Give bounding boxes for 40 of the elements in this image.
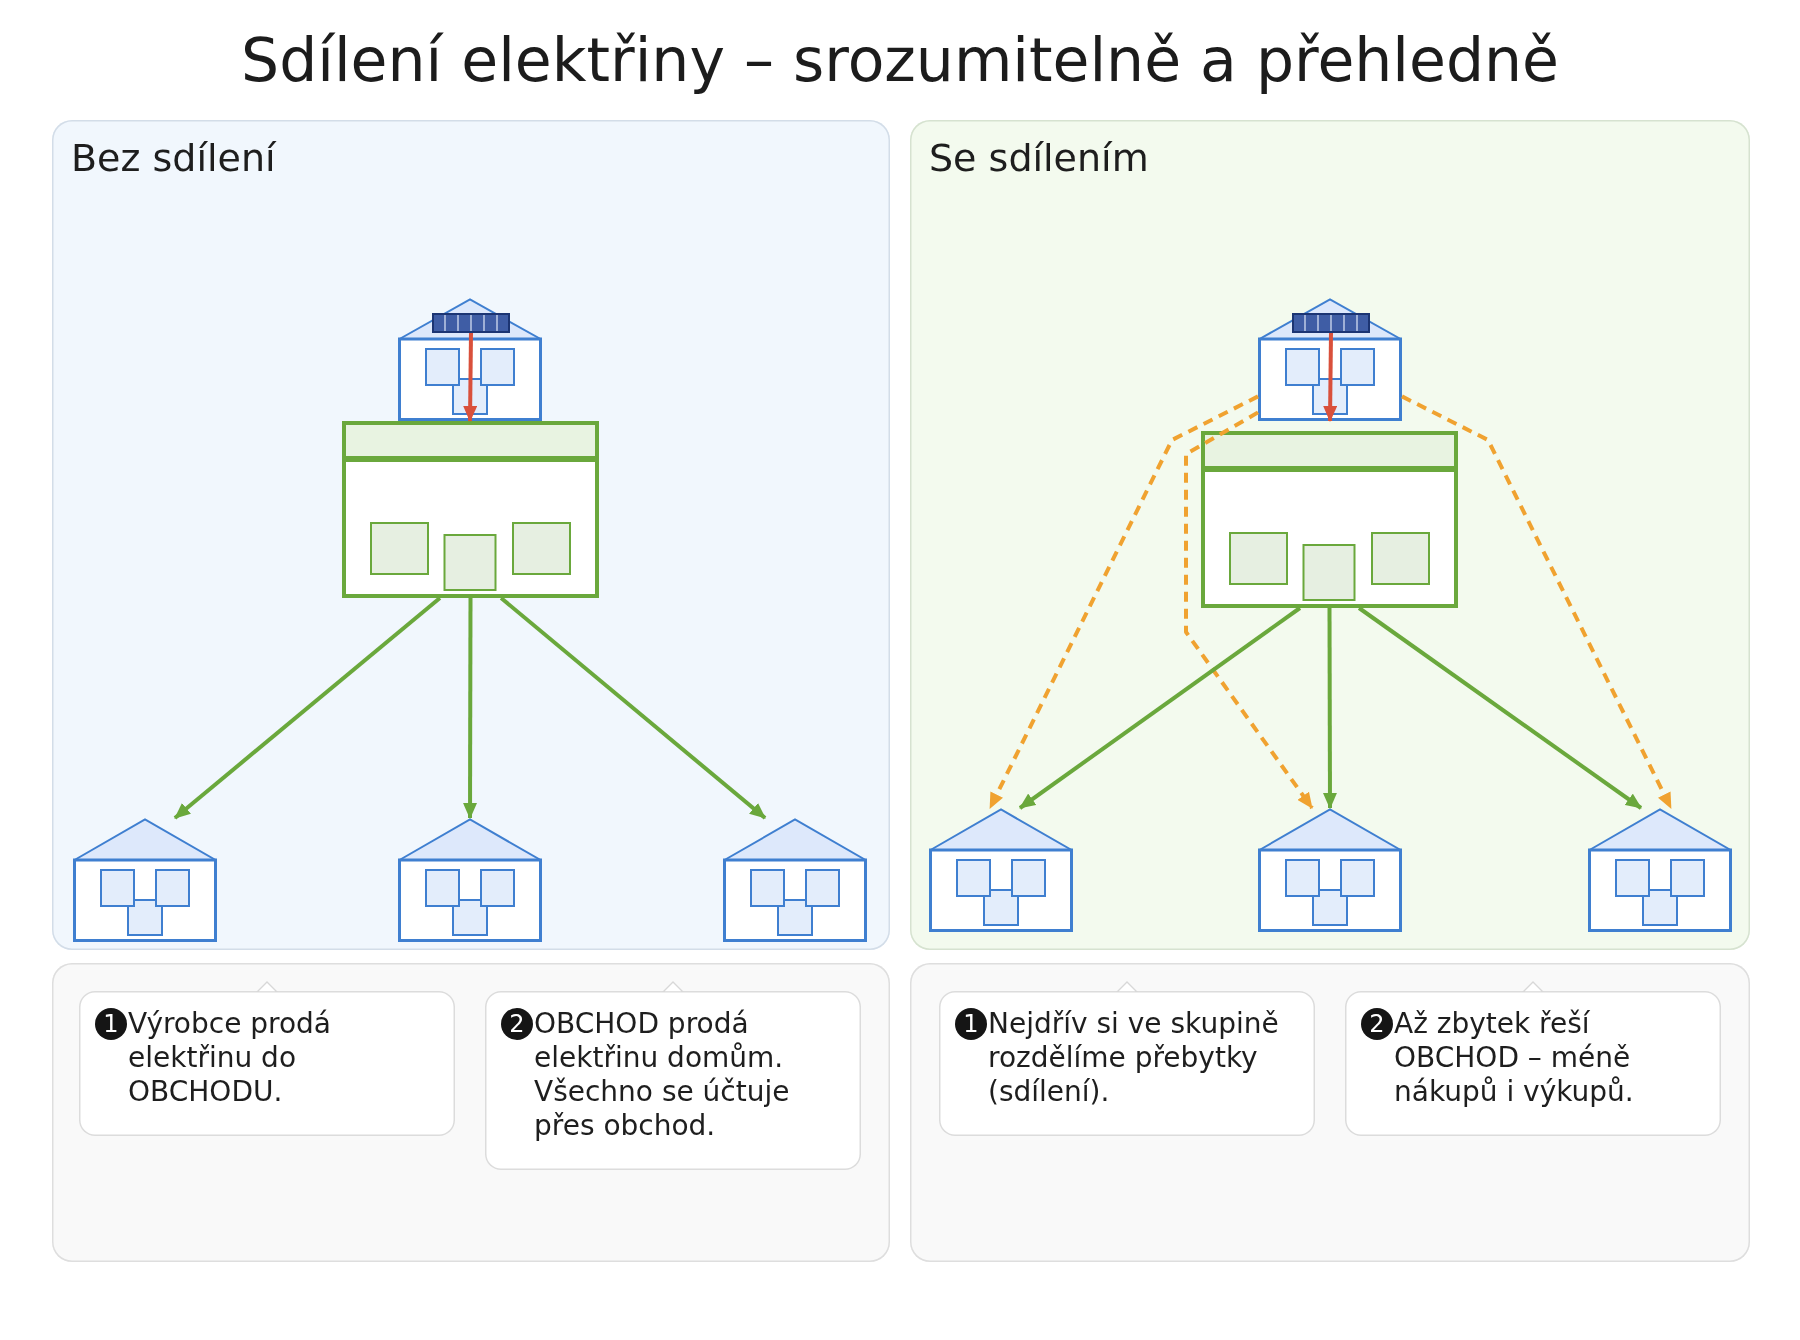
callout-number: 2: [501, 1008, 533, 1040]
house-illustration: [1588, 808, 1732, 932]
callout-number: 1: [955, 1008, 987, 1040]
dashed-arrow: [988, 394, 1259, 809]
house-illustration: [398, 818, 542, 942]
info-panel: [52, 963, 890, 1262]
callout-text: Nejdřív si ve skupině rozdělíme přebytky (sdílení).: [988, 1007, 1280, 1109]
arrow: [1322, 608, 1337, 809]
panel-title: Se sdílením: [929, 136, 1149, 180]
house-illustration: [929, 808, 1073, 932]
shop-illustration: [1201, 431, 1458, 608]
callout-text: Výrobce prodá elektřinu do OBCHODU.: [128, 1007, 333, 1109]
house-illustration: [723, 818, 867, 942]
diagram-title: Sdílení elektřiny – srozumitelně a přehledně: [241, 27, 1559, 93]
shop-illustration: [342, 421, 599, 598]
house-illustration: [1258, 808, 1402, 932]
dashed-arrow: [1184, 410, 1314, 810]
diagram-panel: [52, 120, 890, 950]
callout-text: Až zbytek řeší OBCHOD – méně nákupů i výkupů.: [1394, 1007, 1635, 1109]
arrow: [1018, 606, 1302, 810]
callout-text: OBCHOD prodá elektřinu domům. Všechno se účtuje přes obchod.: [534, 1007, 791, 1143]
callout-card: [79, 991, 455, 1136]
callout-card: [485, 991, 861, 1170]
diagram-panel: [910, 120, 1750, 950]
arrow: [499, 596, 767, 820]
info-panel: [910, 963, 1750, 1262]
arrow: [463, 598, 478, 819]
house-illustration: [1258, 298, 1402, 421]
callout-card: [1345, 991, 1721, 1136]
arrow: [173, 596, 442, 820]
house-illustration: [73, 818, 217, 942]
callout-number: 1: [95, 1008, 127, 1040]
dashed-arrow: [1401, 394, 1673, 809]
solar-panel-illustration: [432, 313, 510, 333]
arrow: [1357, 606, 1643, 810]
callout-number: 2: [1361, 1008, 1393, 1040]
panel-title: Bez sdílení: [71, 136, 276, 180]
house-illustration: [398, 298, 542, 421]
solar-panel-illustration: [1292, 313, 1370, 333]
callout-card: [939, 991, 1315, 1136]
